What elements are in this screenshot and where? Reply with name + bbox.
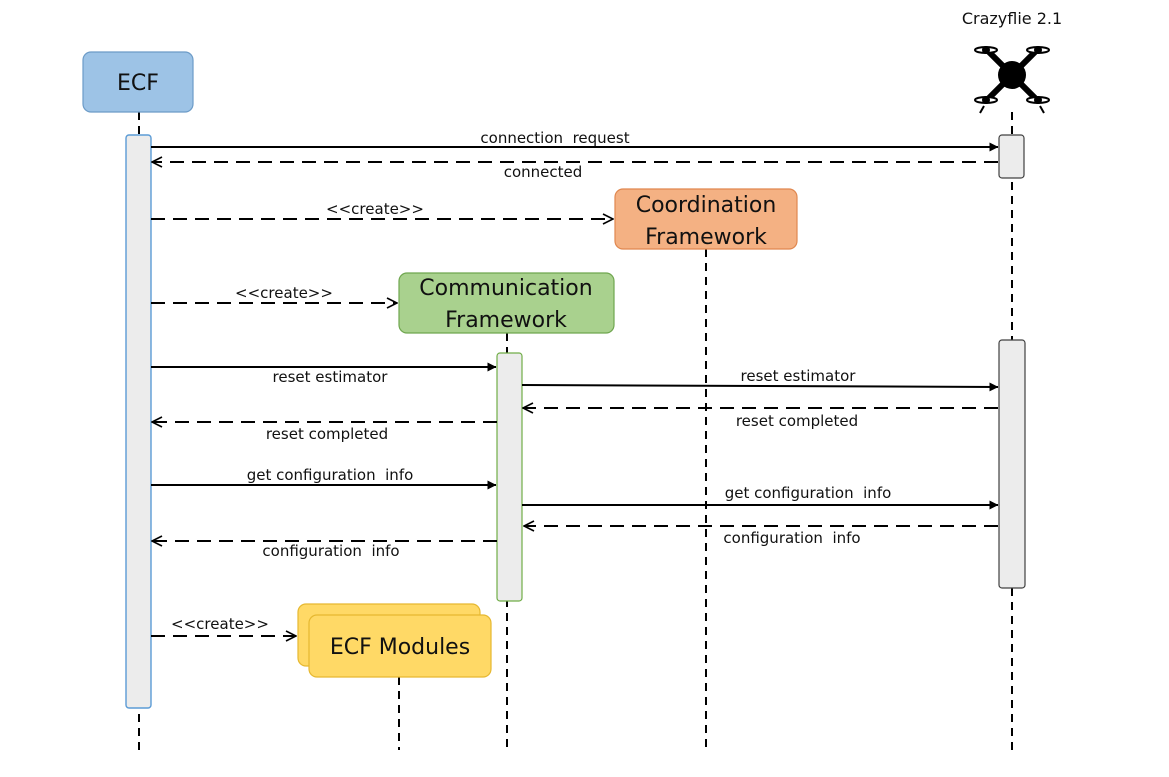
coordination-label-line1: Coordination xyxy=(636,193,777,218)
reset-completed-label-2: reset completed xyxy=(736,412,858,430)
reset-estimator-label-2: reset estimator xyxy=(741,367,857,385)
drone-activation-bar-1 xyxy=(998,134,1025,179)
crazyflie-participant[interactable]: Crazyflie 2.1 xyxy=(962,9,1062,114)
message-labels: connection request connected <<create>> … xyxy=(171,129,891,633)
get-config-label-1: get configuration info xyxy=(247,466,414,484)
modules-participant[interactable]: ECF Modules xyxy=(297,603,492,678)
communication-participant[interactable]: Communication Framework xyxy=(398,272,615,334)
create-modules-label: <<create>> xyxy=(171,615,269,633)
modules-box xyxy=(308,614,492,678)
messages xyxy=(151,142,999,636)
crazyflie-label: Crazyflie 2.1 xyxy=(962,9,1062,28)
communication-label-line2: Framework xyxy=(445,308,567,333)
connected-label: connected xyxy=(504,163,583,181)
modules-label: ECF Modules xyxy=(330,635,470,660)
drone-activation-bar-2 xyxy=(998,339,1026,589)
quadcopter-drone-icon xyxy=(974,46,1050,114)
get-config-label-2: get configuration info xyxy=(725,484,892,502)
ecf-box xyxy=(82,51,194,113)
ecf-participant[interactable]: ECF xyxy=(82,51,194,113)
connection-request-label: connection request xyxy=(480,129,629,147)
communication-label-line1: Communication xyxy=(419,276,592,301)
create-coordination-label: <<create>> xyxy=(326,200,424,218)
coordination-participant[interactable]: Coordination Framework xyxy=(614,188,798,250)
config-info-label-1: configuration info xyxy=(262,542,399,560)
comm-activation-bar xyxy=(496,352,523,602)
coordination-box xyxy=(614,188,798,250)
reset-estimator-label-1: reset estimator xyxy=(273,368,389,386)
create-communication-label: <<create>> xyxy=(235,284,333,302)
lifelines xyxy=(138,112,1013,750)
config-info-label-2: configuration info xyxy=(723,529,860,547)
ecf-label: ECF xyxy=(117,71,159,96)
reset-estimator-arrow-2 xyxy=(521,382,999,392)
communication-box xyxy=(398,272,615,334)
coordination-label-line2: Framework xyxy=(645,225,767,250)
reset-completed-label-1: reset completed xyxy=(266,425,388,443)
ecf-activation-bar xyxy=(125,134,152,709)
